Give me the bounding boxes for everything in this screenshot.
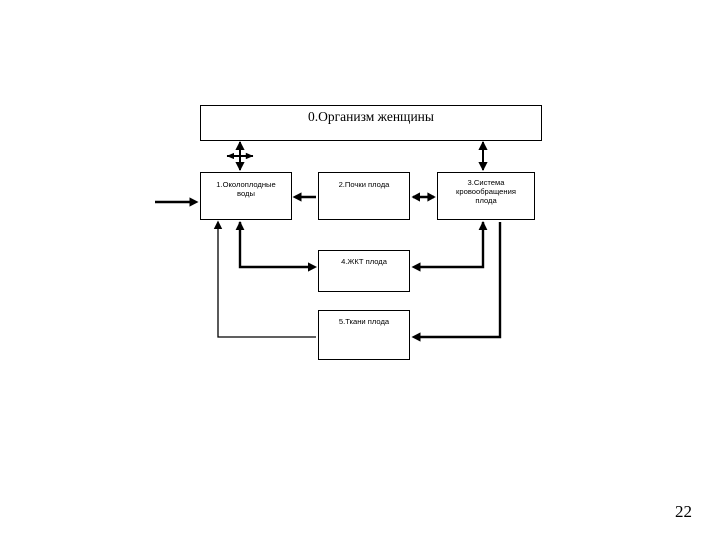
node-sistema-krovoobrashcheniya-ploda[interactable]: 3.Система кровообращения плода xyxy=(437,172,535,220)
edge-node2-node3-head-left xyxy=(411,192,420,202)
node-5-label: 5.Ткани плода xyxy=(338,317,390,326)
node-pochki-ploda[interactable]: 2.Почки плода xyxy=(318,172,410,220)
edge-node3-node4-head xyxy=(411,262,421,272)
node-3-label: 3.Система кровообращения плода xyxy=(456,178,516,205)
edge-node3-node5 xyxy=(415,222,502,339)
edge-node5-node1-head xyxy=(213,220,223,229)
node-zhkt-ploda[interactable]: 4.ЖКТ плода xyxy=(318,250,410,292)
edge-node2-node1-head xyxy=(292,192,302,202)
edge-node4-node3-head xyxy=(478,221,488,230)
edge-node0-node3-head-up xyxy=(478,141,488,150)
edge-node4-node1-head xyxy=(235,221,245,230)
node-4-label: 4.ЖКТ плода xyxy=(341,257,387,266)
edge-node0-node1-head-up xyxy=(235,141,245,150)
page-number: 22 xyxy=(675,502,692,521)
edge-node0-node1-head-down xyxy=(235,162,245,171)
node-2-label: 2.Почки плода xyxy=(338,180,390,189)
node-0-label: 0.Организм женщины xyxy=(308,109,434,124)
edge-node0-node3-head-down xyxy=(478,162,488,171)
edge-node1-node4-head xyxy=(308,262,317,272)
edge-external-node1-head xyxy=(189,197,199,207)
node-organizm-zhenshchiny[interactable]: 0.Организм женщины xyxy=(200,105,542,141)
edge-node3-node4 xyxy=(415,222,485,269)
edge-node1-node4 xyxy=(238,222,313,269)
node-1-label: 1.Околоплодные воды xyxy=(216,180,276,198)
node-tkani-ploda[interactable]: 5.Ткани плода xyxy=(318,310,410,360)
edge-node3-node5-head xyxy=(411,332,421,342)
edge-node2-node3-head-right xyxy=(427,192,436,202)
edge-node5-node1 xyxy=(217,224,316,338)
node-okoloplodnye-vody[interactable]: 1.Околоплодные воды xyxy=(200,172,292,220)
